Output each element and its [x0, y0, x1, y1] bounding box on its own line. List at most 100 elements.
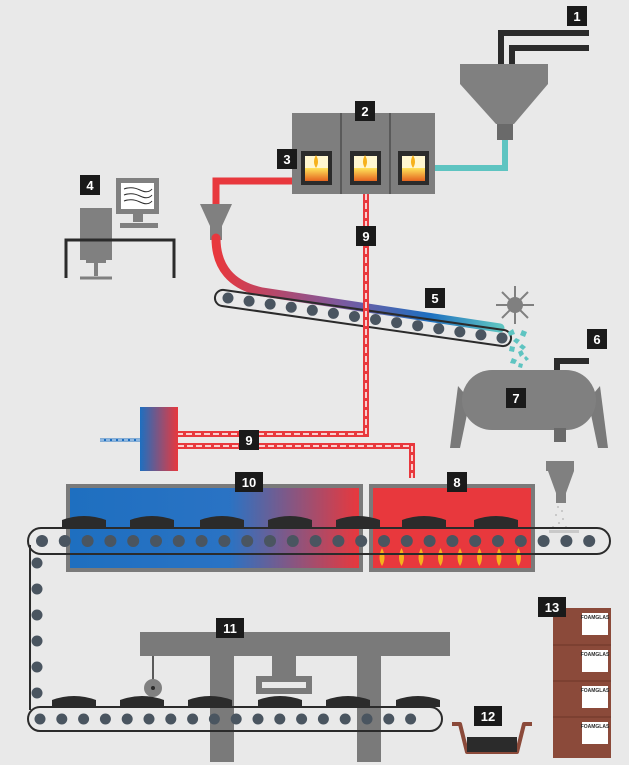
foam-glass-block [130, 516, 174, 528]
svg-text:9: 9 [245, 433, 252, 448]
conveyor-roller [78, 713, 90, 725]
conveyor-roller [400, 535, 413, 547]
foamglas-label: FOAMGLAS [581, 722, 610, 744]
cutting-machine [140, 632, 450, 762]
flame-icon [411, 155, 415, 168]
svg-text:1: 1 [573, 9, 580, 24]
svg-text:FOAMGLAS: FOAMGLAS [581, 652, 610, 658]
conveyor-roller [378, 535, 390, 547]
ball-mill [450, 370, 608, 448]
conveyor-roller [208, 713, 220, 725]
conveyor-roller [496, 332, 508, 344]
conveyor-roller [370, 314, 382, 326]
foam-glass-block [336, 516, 380, 528]
label-12: 12 [474, 706, 502, 726]
conveyor-roller [264, 535, 276, 547]
conveyor-roller [252, 713, 264, 725]
foam-glass-block [258, 696, 302, 707]
flame-icon [516, 548, 521, 566]
waste-bin [452, 722, 532, 754]
heat-exchanger [100, 407, 178, 471]
svg-text:2: 2 [361, 104, 368, 119]
conveyor-roller [104, 535, 117, 547]
furnace-window [350, 151, 381, 185]
flame-icon [477, 548, 482, 566]
svg-text:7: 7 [512, 391, 519, 406]
svg-text:FOAMGLAS: FOAMGLAS [581, 724, 610, 730]
flame-icon [438, 548, 443, 566]
furnace-window [398, 151, 429, 185]
label-4: 4 [80, 175, 100, 195]
conveyor-roller [332, 535, 345, 547]
foam-glass-block [120, 696, 164, 707]
conveyor-roller [81, 535, 94, 547]
label-7: 7 [506, 388, 526, 408]
svg-text:6: 6 [593, 332, 600, 347]
conveyor-roller [383, 713, 395, 725]
flame-icon [418, 548, 424, 566]
conveyor-roller [274, 713, 286, 725]
conveyor-roller [36, 535, 48, 547]
conveyor-roller [31, 583, 43, 595]
conveyor-roller [446, 535, 459, 547]
glass-particles [508, 329, 529, 368]
foam-glass-block [62, 516, 106, 528]
conveyor-roller [560, 535, 573, 547]
conveyor-roller [355, 535, 368, 547]
conveyor-roller [218, 535, 231, 547]
label-1: 1 [567, 6, 587, 26]
conveyor-roller [412, 320, 424, 332]
conveyor-roller [537, 535, 550, 547]
conveyor-roller [243, 295, 255, 307]
conveyor-roller [31, 661, 43, 673]
conveyor-roller [405, 713, 417, 725]
melting-furnace [292, 113, 435, 194]
conveyor-roller [195, 535, 208, 547]
label-6: 6 [587, 329, 607, 349]
conveyor-roller [34, 713, 46, 725]
conveyor-return [29, 545, 43, 710]
conveyor-roller [454, 326, 466, 338]
svg-text:11: 11 [223, 621, 237, 636]
conveyor-roller [309, 535, 322, 547]
conveyor-roller [56, 713, 68, 725]
label-2: 2 [355, 101, 375, 121]
foam-glass-block [326, 696, 370, 707]
flame-icon [363, 155, 367, 168]
control-computer-icon [64, 178, 176, 280]
main-conveyor [27, 516, 611, 555]
label-5: 5 [425, 288, 445, 308]
foamglas-label: FOAMGLAS [581, 613, 610, 635]
foam-glass-block [200, 516, 244, 528]
conveyor-roller [348, 310, 360, 322]
svg-text:13: 13 [545, 600, 559, 615]
conveyor-roller [165, 713, 177, 725]
conveyor-roller [327, 307, 339, 319]
svg-text:10: 10 [242, 475, 256, 490]
label-3: 3 [277, 149, 297, 169]
svg-text:5: 5 [431, 291, 438, 306]
label-9-upper: 9 [356, 226, 376, 246]
foamglas-label: FOAMGLAS [581, 650, 610, 672]
furnace-window [301, 151, 332, 185]
conveyor-roller [492, 535, 504, 547]
flame-icon [314, 155, 318, 168]
conveyor-roller [99, 713, 111, 725]
molten-glass-stream [211, 233, 505, 333]
svg-text:4: 4 [86, 178, 94, 193]
conveyor-roller [58, 535, 71, 547]
svg-text:FOAMGLAS: FOAMGLAS [581, 688, 610, 694]
flame-icon [496, 548, 502, 566]
conveyor-roller [423, 535, 436, 547]
conveyor-roller [187, 713, 199, 725]
label-8: 8 [447, 472, 467, 492]
crusher-icon [496, 286, 534, 324]
conveyor-roller [31, 635, 43, 647]
conveyor-roller [514, 535, 527, 547]
svg-text:9: 9 [362, 229, 369, 244]
foam-glass-block [52, 696, 96, 707]
foam-glass-block [188, 696, 232, 707]
conveyor-roller [296, 713, 308, 725]
svg-text:8: 8 [453, 475, 460, 490]
